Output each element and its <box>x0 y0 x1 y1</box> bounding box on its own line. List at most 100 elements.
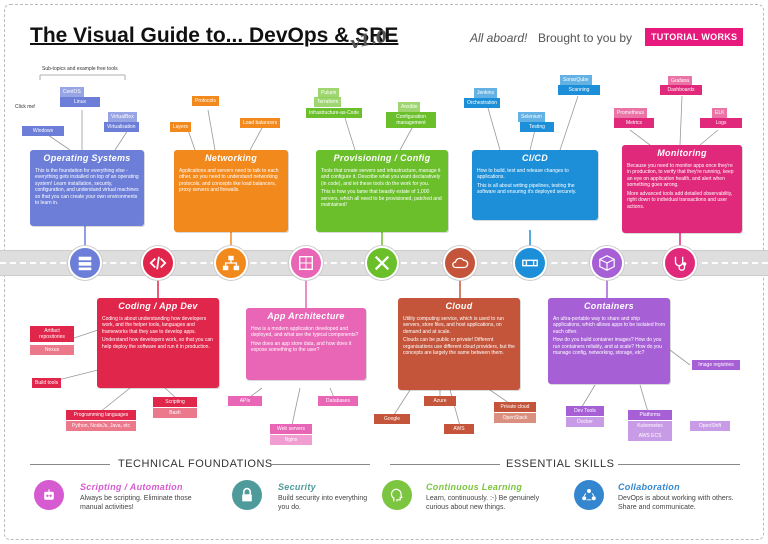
os-text: This is the foundation for everything el… <box>35 167 139 207</box>
tag-dashboards[interactable]: Dashboards <box>660 85 702 95</box>
tag-aws-ecs[interactable]: AWS ECS <box>628 431 672 441</box>
tag-azure[interactable]: Azure <box>424 396 456 406</box>
mon-card[interactable]: Monitoring Because you need to monitor a… <box>622 145 742 233</box>
cloud-text-2: Clouds can be public or private! Differe… <box>403 337 515 357</box>
brand-badge[interactable]: TUTORIAL WORKS <box>645 28 744 46</box>
tag-virtualisation[interactable]: Virtualisation <box>104 122 139 132</box>
tag-google[interactable]: Google <box>374 414 410 424</box>
os-node[interactable] <box>68 246 102 280</box>
tag-logs[interactable]: Logs <box>700 118 742 128</box>
skill-collab-title: Collaboration <box>618 482 680 492</box>
cloud-card[interactable]: Cloud Utility computing service, which i… <box>398 298 520 390</box>
tag-grafana[interactable]: Grafana <box>668 76 693 86</box>
net-card[interactable]: Networking Applications and servers need… <box>174 150 288 232</box>
cloud-node[interactable] <box>443 246 477 280</box>
tag-sonarqube[interactable]: SonarQube <box>560 75 592 85</box>
skill-security-desc: Build security into everything you do. <box>278 495 368 512</box>
tag-image-registries[interactable]: Image registries <box>692 360 740 370</box>
skill-scripting-desc: Always be scripting. Eliminate those man… <box>80 495 192 512</box>
tag-pulumi[interactable]: Pulumi <box>318 88 340 98</box>
tag-centos[interactable]: CentOS <box>60 87 84 97</box>
tag-private-cloud[interactable]: Private cloud <box>494 402 536 412</box>
tag-build-tools[interactable]: Build tools <box>32 378 62 388</box>
arch-text-2: How does an app store data, and how does… <box>251 340 352 354</box>
stethoscope-icon <box>674 256 687 271</box>
tag-languages-list[interactable]: Python, NodeJs, Java, etc <box>66 421 136 431</box>
tag-linux[interactable]: Linux <box>60 97 100 107</box>
cicd-node[interactable] <box>513 246 547 280</box>
tag-iac[interactable]: Infrastructure-as-Code <box>306 108 363 118</box>
prov-title: Provisioning / Config <box>333 153 431 163</box>
cont-node[interactable] <box>590 246 624 280</box>
tag-orchestration[interactable]: Orchestration <box>464 98 501 108</box>
divider-left-b <box>270 464 370 465</box>
tag-kubernetes[interactable]: Kubernetes <box>628 421 672 431</box>
page-title: The Visual Guide to... DevOps & SRE <box>30 24 399 47</box>
tag-prometheus[interactable]: Prometheus <box>614 108 647 118</box>
skill-learning-icon-wrap <box>382 480 412 510</box>
tag-nginx[interactable]: Nginx <box>270 435 312 445</box>
head-icon <box>390 488 403 502</box>
divider-left-a <box>30 464 110 465</box>
tag-nexus[interactable]: Nexus <box>30 345 74 355</box>
cont-card[interactable]: Containers An ultra-portable way to shar… <box>548 298 670 384</box>
tag-databases[interactable]: Databases <box>318 396 358 406</box>
net-title: Networking <box>204 153 257 163</box>
net-node[interactable] <box>214 246 248 280</box>
code-title: Coding / App Dev <box>118 301 198 311</box>
tag-docker[interactable]: Docker <box>566 417 604 427</box>
skill-security-title: Security <box>278 482 316 492</box>
tag-load-balancers[interactable]: Load balancers <box>240 118 281 128</box>
code-icon <box>149 256 167 270</box>
tag-programming-languages[interactable]: Programming languages <box>66 410 136 420</box>
tag-virtualbox[interactable]: VirtualBox <box>108 112 137 122</box>
tag-layers[interactable]: Layers <box>170 122 192 132</box>
tag-web-servers[interactable]: Web servers <box>270 424 312 434</box>
click-me-note: Click me! <box>15 104 36 110</box>
tag-ansible[interactable]: Ansible <box>398 102 421 112</box>
tag-protocols[interactable]: Protocols <box>192 96 219 106</box>
tag-jenkins[interactable]: Jenkins <box>474 88 497 98</box>
tag-aws[interactable]: AWS <box>444 424 474 434</box>
arch-text-1: How is a modern application developed an… <box>251 325 359 339</box>
lock-icon <box>242 487 252 502</box>
skill-scripting-title: Scripting / Automation <box>80 482 183 492</box>
tag-testing[interactable]: Testing <box>520 122 554 132</box>
tag-platforms[interactable]: Platforms <box>628 410 672 420</box>
blueprint-icon <box>299 256 313 270</box>
arch-card[interactable]: App Architecture How is a modern applica… <box>246 308 366 380</box>
cicd-text-1: How to build, test and release changes t… <box>477 167 569 181</box>
mon-node[interactable] <box>663 246 697 280</box>
os-card[interactable]: Operating Systems This is the foundation… <box>30 150 144 226</box>
brought-by-text: Brought to you by <box>538 31 633 45</box>
server-icon <box>78 256 92 271</box>
tag-apis[interactable]: APIs <box>228 396 262 406</box>
tag-selenium[interactable]: Selenium <box>518 112 545 122</box>
code-text-1: Coding is about understanding how develo… <box>102 315 207 335</box>
tag-scripting[interactable]: Scripting <box>153 397 197 407</box>
cicd-card[interactable]: CI/CD How to build, test and release cha… <box>472 150 598 220</box>
tag-openshift[interactable]: OpenShift <box>690 421 730 431</box>
prov-node[interactable] <box>365 246 399 280</box>
pipe-icon <box>522 259 538 267</box>
tag-config-mgmt[interactable]: Configuration management <box>386 112 436 128</box>
code-card[interactable]: Coding / App Dev Coding is about underst… <box>97 298 219 388</box>
skill-learning-title: Continuous Learning <box>426 482 523 492</box>
net-text: Applications and servers need to talk to… <box>179 167 279 194</box>
tag-scanning[interactable]: Scanning <box>558 85 600 95</box>
tag-bash[interactable]: Bash <box>153 408 197 418</box>
tag-metrics[interactable]: Metrics <box>614 118 654 128</box>
arch-node[interactable] <box>289 246 323 280</box>
tag-artifact-repos[interactable]: Artifact repositories <box>30 326 74 342</box>
tag-windows[interactable]: Windows <box>22 126 64 136</box>
prov-card[interactable]: Provisioning / Config Tools that create … <box>316 150 448 232</box>
code-node[interactable] <box>141 246 175 280</box>
cicd-title: CI/CD <box>522 153 548 163</box>
tag-elk[interactable]: ELK <box>712 108 728 118</box>
skill-security-icon-wrap <box>232 480 262 510</box>
tag-terraform[interactable]: Terraform <box>314 97 342 107</box>
cont-text-1: An ultra-portable way to share and ship … <box>553 315 666 335</box>
tag-openstack[interactable]: OpenStack <box>494 413 536 423</box>
cloud-icon <box>452 257 469 269</box>
tag-dev-tools[interactable]: Dev Tools <box>566 406 604 416</box>
